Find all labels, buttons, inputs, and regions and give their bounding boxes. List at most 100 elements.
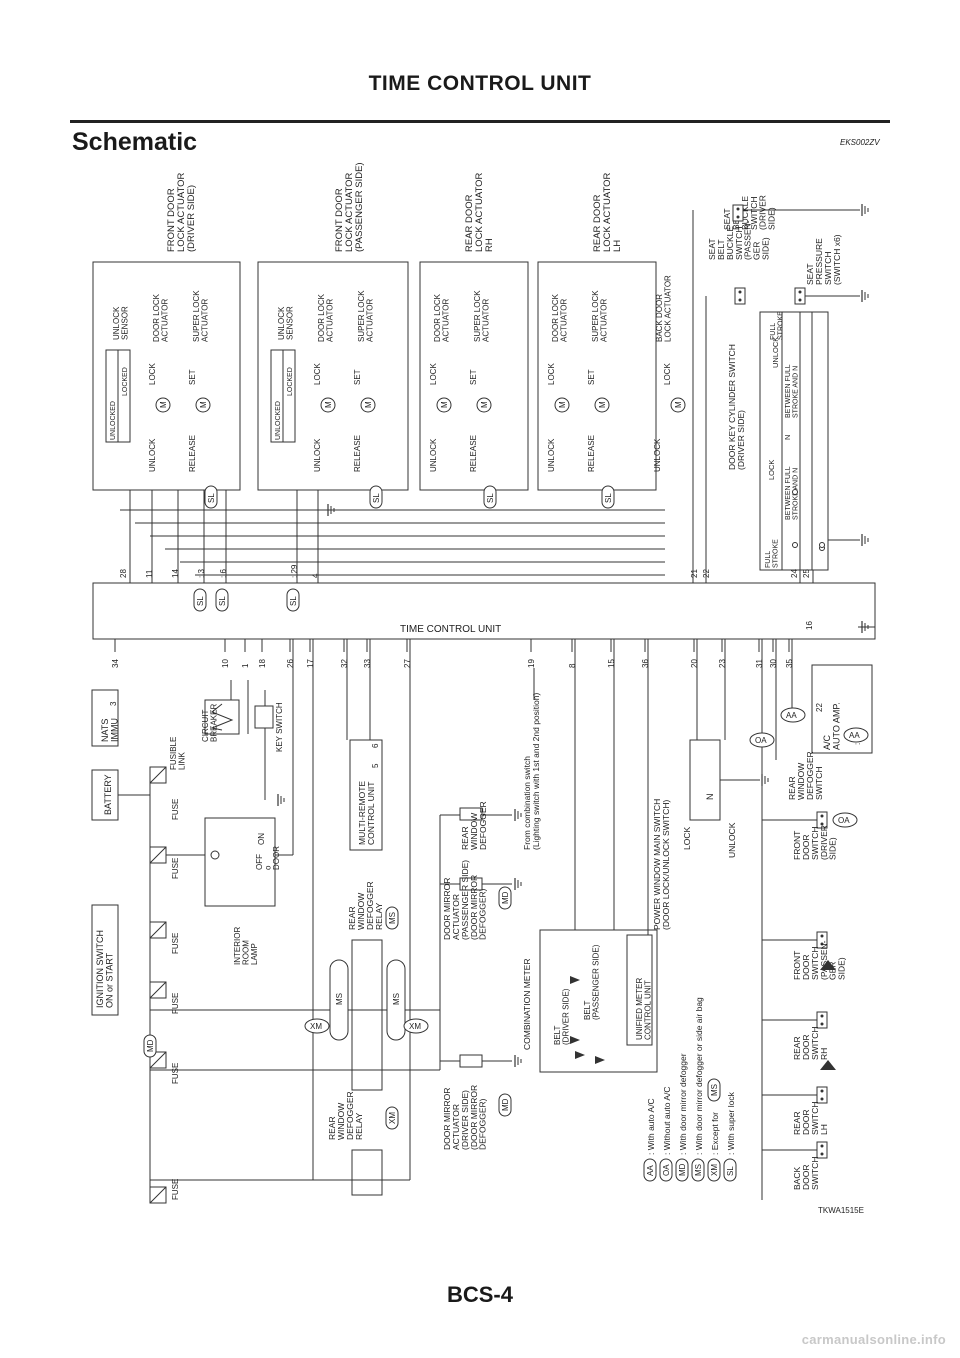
tag-outline <box>403 1018 429 1034</box>
tag-outline <box>707 1078 721 1102</box>
pin-label-top: 14 <box>171 569 180 578</box>
nats-label-line: IMMU <box>109 718 119 742</box>
pin-label-bottom-line: 8 <box>568 663 577 668</box>
rear-defogger-switch-label-line: REAR <box>787 776 797 800</box>
seat-belt-driver-switch <box>732 204 744 222</box>
relay-xm-tag: XM <box>385 1106 399 1130</box>
actuator-group-title-4-line: LOCK ACTUATOR <box>602 173 613 252</box>
pin-label-bottom: 23 <box>718 659 727 668</box>
belt-passenger-label-line: BELT <box>583 1000 592 1020</box>
wiring <box>114 209 875 1200</box>
key-cylinder-col-label-line: STROKE AND N <box>792 366 799 418</box>
unified-meter-label-line: UNIFIED METER <box>635 978 644 1040</box>
pin-label-bottom: 34 <box>111 659 120 668</box>
ground <box>761 774 769 786</box>
figure-code: TKWA1515E <box>818 1206 864 1215</box>
back-door-motor: M <box>670 397 686 413</box>
tag-outline <box>691 1158 705 1182</box>
multi-remote-pin: 6 <box>371 743 380 748</box>
legend-text-line: : With door mirror defogger or side air … <box>694 997 704 1155</box>
pin-option-tag: SL <box>286 588 300 612</box>
ground <box>277 794 285 806</box>
tag-outline <box>193 588 207 612</box>
rear-rh-door-switch <box>816 1011 828 1029</box>
legend-text-line: : Except for <box>710 1112 720 1155</box>
pin-label-top-line: : 29 <box>290 564 299 578</box>
legend-code-tag: AA <box>643 1158 657 1182</box>
door-lock-actuator-label-line: ACTUATOR <box>325 299 334 342</box>
belt-driver-label-line: (DRIVER SIDE) <box>561 988 570 1045</box>
ac-amp-label-line: AUTO AMP. <box>831 702 841 750</box>
set-label-line: SET <box>469 369 478 385</box>
super-lock-tag: SL <box>483 485 497 509</box>
switch-contact <box>798 298 802 302</box>
release-label-line: RELEASE <box>587 435 596 472</box>
super-lock-motor: M <box>594 397 610 413</box>
back-door-switch <box>816 1141 828 1159</box>
pin-label-top: : 3 <box>197 569 206 578</box>
pin-label-top-line: 28 <box>119 569 128 578</box>
legend-suffix-tag: MS <box>707 1078 721 1102</box>
pin-label-top: 21 <box>690 569 699 578</box>
ac-amp-pin: 22 <box>815 703 824 712</box>
mirror-passenger-tag: MD <box>498 886 512 910</box>
key-cylinder-title-line: DOOR KEY CYLINDER SWITCH <box>727 344 737 470</box>
motor-circle <box>594 397 610 413</box>
key-cylinder-n-label-line: N <box>783 435 792 440</box>
mirror-driver-label-line: (DOOR MIRROR <box>469 1085 479 1150</box>
pin-label-bottom: 1 <box>241 663 250 668</box>
belt-driver-label-line: BELT <box>553 1025 562 1045</box>
pin-label-bottom: 15 <box>607 659 616 668</box>
unlock-sensor-label-line: SENSOR <box>285 306 294 340</box>
front-driver-door-switch-label-line: (DRIVER <box>819 825 829 860</box>
ac-colon-line: : <box>853 743 862 745</box>
pin-option-tag: SL <box>215 588 229 612</box>
fuse <box>149 981 167 999</box>
front-driver-door-switch <box>816 811 828 829</box>
led-indicator <box>570 976 580 984</box>
super-lock-actuator-label-line: ACTUATOR <box>599 299 608 342</box>
tag-outline <box>385 906 399 930</box>
rear-defogger-heater <box>459 807 483 821</box>
motor-label: M <box>674 401 683 408</box>
motor-label: M <box>440 401 449 408</box>
ignition-label-line: IGNITION SWITCH <box>95 930 105 1008</box>
door-lock-motor: M <box>436 397 452 413</box>
tag-label: SL <box>218 596 227 606</box>
belt-driver-label: BELT(DRIVER SIDE) <box>553 988 570 1045</box>
pin-label-bottom-line: 36 <box>641 659 650 668</box>
door-lock-actuator-label-line: ACTUATOR <box>559 299 568 342</box>
mirror-passenger-heater <box>459 877 483 891</box>
motor-circle <box>195 397 211 413</box>
ignition-label-line: ON or START <box>104 952 114 1008</box>
pin-label-bottom: 35 <box>785 659 794 668</box>
md-tag: MD <box>143 1034 157 1058</box>
switch-contact <box>820 1152 824 1156</box>
motor-label: M <box>324 401 333 408</box>
tag-outline <box>780 707 806 723</box>
relay-xm-box <box>351 1149 383 1196</box>
super-lock-actuator-label-line: SUPER LOCK <box>591 290 600 342</box>
pin-label-bottom-line: 32 <box>340 659 349 668</box>
ms-label: MS <box>335 993 344 1005</box>
seat-belt-passenger-label-line: BUCKLE <box>725 226 735 260</box>
release-label: RELEASE <box>469 435 478 472</box>
fusible-link-label-line: LINK <box>177 752 186 770</box>
ms-label: MS <box>392 993 401 1005</box>
set-label-line: SET <box>587 369 596 385</box>
motor-circle <box>554 397 570 413</box>
motor-label: M <box>364 401 373 408</box>
key-switch-box <box>254 705 274 729</box>
key-cylinder-title: DOOR KEY CYLINDER SWITCH(DRIVER SIDE) <box>727 344 746 470</box>
relay-ms-tag: MS <box>385 906 399 930</box>
super-lock-motor: M <box>360 397 376 413</box>
pw-unlock-label-line: UNLOCK <box>727 822 737 858</box>
motor-label: M <box>480 401 489 408</box>
key-switch-label: KEY SWITCH <box>275 702 284 752</box>
rear-lh-door-switch-label-line: SWITCH <box>810 1101 820 1135</box>
